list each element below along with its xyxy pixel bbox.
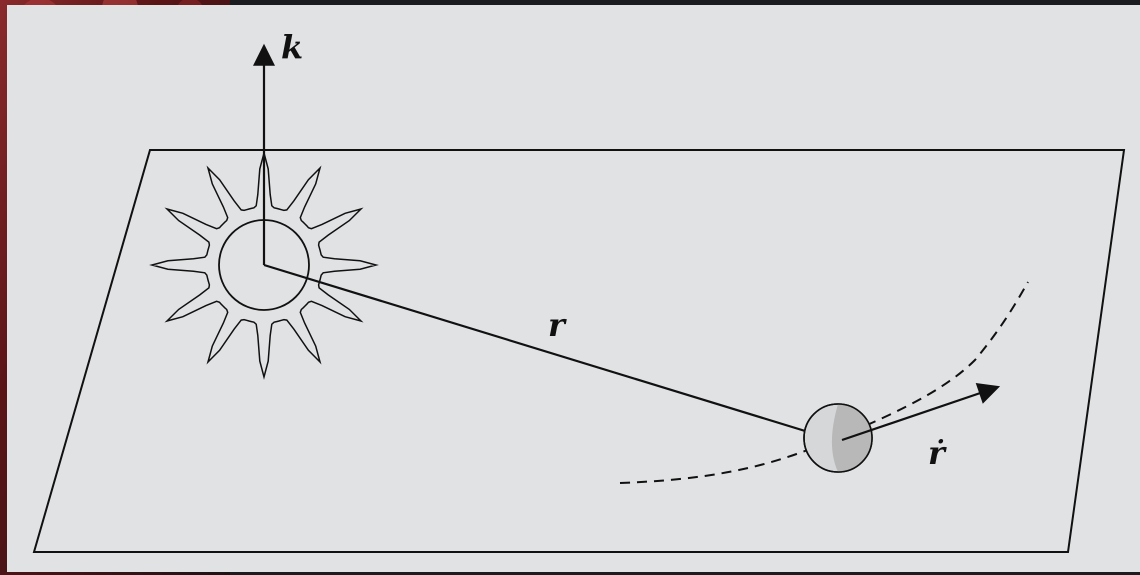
r-vector-label: r [548,306,567,344]
orbital-plane [32,149,1126,553]
velocity-label: ṙ [928,434,947,472]
velocity-vector-arrow [841,382,1001,442]
orbit-path [619,281,1029,484]
diagram-panel [7,5,1140,572]
k-axis-label: k [281,28,303,66]
r-vector-arrow [263,263,831,443]
planet-icon [803,403,873,473]
